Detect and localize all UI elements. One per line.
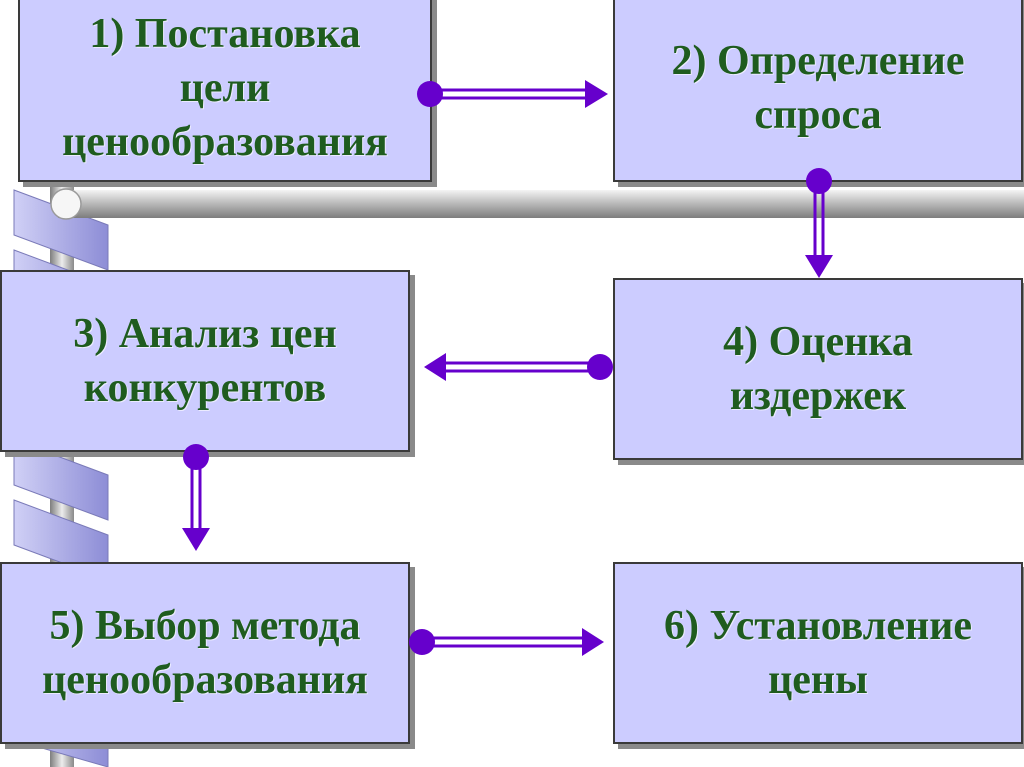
- step-label-2: 2) Определение спроса: [671, 38, 965, 138]
- arrow-2-to-4: [813, 182, 825, 258]
- step-box-4: 4) Оценка издержек: [613, 278, 1023, 460]
- step-label-5: 5) Выбор метода ценообразования: [42, 603, 368, 703]
- arrowhead-5-to-6: [582, 628, 604, 656]
- arrow-4-to-3: [444, 361, 600, 373]
- step-label-3: 3) Анализ цен конкурентов: [73, 311, 337, 411]
- pipe-end-cap: [50, 188, 82, 220]
- arrowhead-3-to-5: [182, 528, 210, 551]
- connector-dot-2: [806, 168, 832, 194]
- arrowhead-1-to-2: [585, 80, 608, 108]
- connector-dot-1: [417, 81, 443, 107]
- arrow-1-to-2: [430, 88, 588, 100]
- arrow-5-to-6: [422, 636, 585, 648]
- arrowhead-2-to-4: [805, 255, 833, 278]
- arrowhead-4-to-3: [424, 353, 446, 381]
- step-box-1: 1) Постановка цели ценообразования: [18, 0, 432, 182]
- connector-dot-5: [409, 629, 435, 655]
- step-box-6: 6) Установление цены: [613, 562, 1023, 744]
- step-box-2: 2) Определение спроса: [613, 0, 1023, 182]
- step-label-4: 4) Оценка издержек: [723, 319, 913, 419]
- step-label-1: 1) Постановка цели ценообразования: [62, 11, 388, 165]
- arrow-3-to-5: [190, 458, 202, 532]
- step-box-5: 5) Выбор метода ценообразования: [0, 562, 410, 744]
- connector-dot-3: [183, 444, 209, 470]
- step-box-3: 3) Анализ цен конкурентов: [0, 270, 410, 452]
- step-label-6: 6) Установление цены: [663, 603, 973, 703]
- horizontal-pipe: [58, 190, 1024, 218]
- connector-dot-4: [587, 354, 613, 380]
